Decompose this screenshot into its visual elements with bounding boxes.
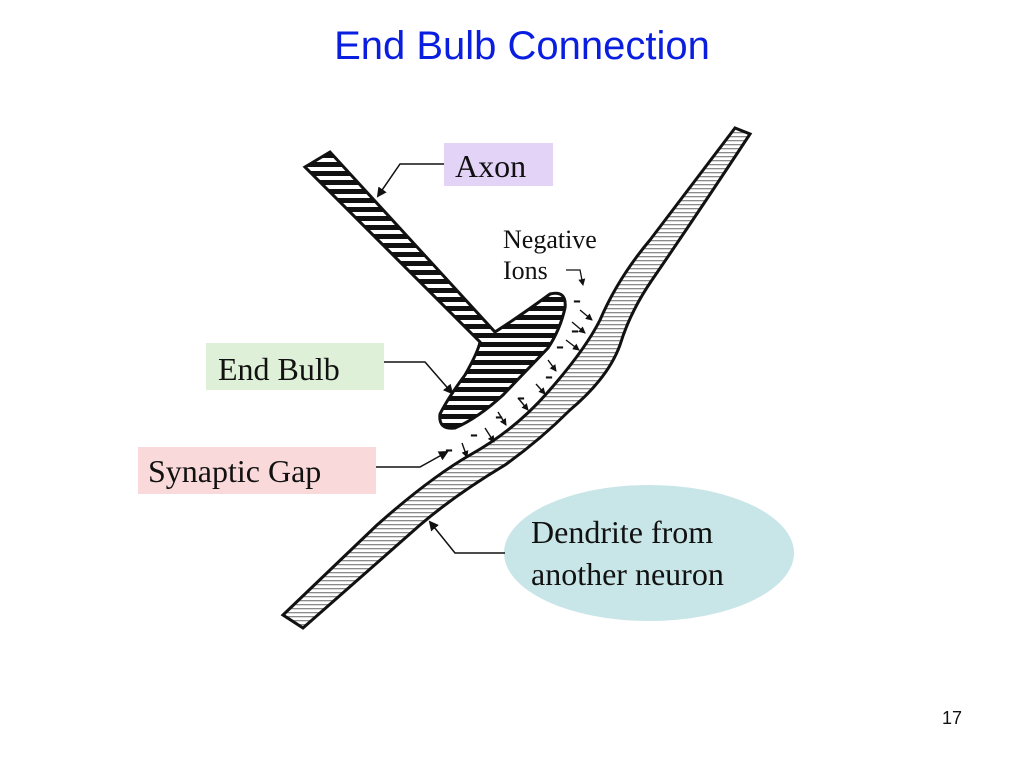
slide-title: End Bulb Connection	[334, 24, 710, 68]
negative-ions: - - - - - - - -	[445, 287, 593, 462]
end-bulb-pointer	[384, 361, 454, 395]
ion-sign: -	[556, 333, 564, 359]
synaptic-gap-label-box	[138, 447, 376, 494]
ion-arrow	[571, 321, 586, 334]
ion-arrow	[579, 309, 593, 321]
ion-arrow	[461, 442, 469, 458]
dendrite-label-line2: another neuron	[531, 556, 724, 592]
ion-arrow	[497, 411, 507, 426]
ion-sign: -	[517, 384, 525, 410]
dendrite-pointer	[428, 520, 505, 554]
negative-ions-pointer	[566, 269, 586, 286]
ion-sign: -	[495, 403, 503, 429]
dendrite-shape	[280, 126, 753, 630]
ion-arrow	[565, 339, 580, 351]
ion-sign: -	[571, 317, 579, 343]
axon-label-box	[444, 143, 553, 186]
ion-arrow	[484, 427, 495, 443]
ion-arrow	[535, 383, 546, 395]
ion-sign: -	[445, 436, 453, 462]
dendrite-label-line1: Dendrite from	[531, 514, 713, 550]
ion-arrow	[517, 397, 529, 411]
ion-sign: -	[470, 421, 478, 447]
ion-sign: -	[545, 363, 553, 389]
end-bulb-label: End Bulb	[218, 351, 340, 387]
end-bulb-label-box	[206, 343, 384, 390]
axon-pointer	[376, 163, 444, 198]
dendrite-label-ellipse	[504, 485, 794, 621]
synaptic-gap-label: Synaptic Gap	[148, 453, 321, 489]
negative-ions-label-line2: Ions	[503, 256, 548, 285]
synaptic-gap-pointer	[376, 451, 449, 468]
page-number: 17	[941, 708, 962, 728]
ion-sign: -	[573, 287, 581, 313]
axon-label: Axon	[455, 148, 526, 184]
axon-end-bulb-shape	[302, 150, 567, 430]
ion-arrow	[547, 359, 557, 372]
negative-ions-label-line1: Negative	[503, 225, 597, 254]
